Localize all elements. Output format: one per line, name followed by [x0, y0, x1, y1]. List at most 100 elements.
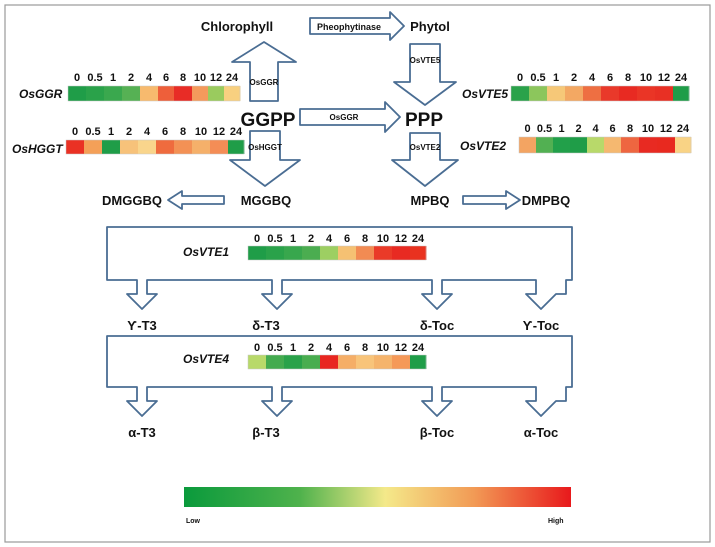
- osvte1-time-label: 12: [395, 233, 407, 245]
- oshggt-label: OsHGGT: [248, 143, 282, 152]
- osvte2-heat-cell: [570, 137, 588, 153]
- osvte4-gene-label: OsVTE4: [183, 352, 229, 366]
- osggr-right-label: OsGGR: [330, 113, 359, 122]
- osvte1-time-label: 0.5: [267, 233, 282, 245]
- osggr-heatmap-border: [67, 85, 241, 102]
- osggr-time-label: 24: [226, 72, 239, 84]
- osvte1-time-label: 8: [362, 233, 368, 245]
- osvte2-heat-cell: [639, 137, 658, 153]
- osvte4-time-label: 1: [290, 342, 296, 354]
- osggr-gene-label: OsGGR: [19, 87, 63, 101]
- osvte1-heat-cell: [374, 246, 393, 260]
- osggr-heat-cell: [174, 86, 193, 101]
- ggpp-label: GGPP: [241, 110, 296, 131]
- oshggt-heat-cell: [156, 140, 175, 154]
- osvte2-heat-cell: [621, 137, 640, 153]
- osvte2-time-label: 12: [660, 123, 672, 135]
- osvte4-time-label: 12: [395, 342, 407, 354]
- oshggt-heat-cell: [210, 140, 229, 154]
- alpha-t3-label: α-T3: [128, 425, 156, 440]
- osvte5-time-label: 0: [517, 72, 523, 84]
- osvte5-heat-cell: [583, 86, 602, 101]
- osvte1-heat-cell: [284, 246, 303, 260]
- osvte4-time-label: 10: [377, 342, 389, 354]
- osvte2-time-label: 4: [592, 123, 599, 135]
- osvte2-heatmap-border: [518, 136, 692, 154]
- osggr-time-label: 10: [194, 72, 206, 84]
- legend-low-label: Low: [186, 518, 201, 525]
- methylation-left-arrow: [167, 190, 225, 210]
- osvte5-time-label: 10: [640, 72, 652, 84]
- osvte4-heat-cell: [248, 355, 267, 369]
- osvte1-heatmap-border: [247, 245, 427, 261]
- gamma-toc-label: Ƴ-Toc: [523, 318, 560, 333]
- osvte5-heat-cell: [511, 86, 530, 101]
- osvte5-time-label: 6: [607, 72, 613, 84]
- osvte5-label: OsVTE5: [410, 56, 441, 65]
- osvte4-time-label: 6: [344, 342, 350, 354]
- mggbq-label: MGGBQ: [241, 193, 292, 208]
- osggr-time-label: 12: [210, 72, 222, 84]
- oshggt-time-label: 10: [195, 126, 207, 138]
- oshggt-heatmap-border: [65, 139, 245, 155]
- delta-toc-label: δ-Toc: [420, 318, 454, 333]
- oshggt-down-arrow: [229, 130, 301, 187]
- osvte5-heat-cell: [655, 86, 674, 101]
- oshggt-time-label: 8: [180, 126, 186, 138]
- osggr-heat-cell: [224, 86, 241, 101]
- osvte2-gene-label: OsVTE2: [460, 139, 506, 153]
- osvte1-heat-cell: [392, 246, 411, 260]
- osvte2-heat-cell: [519, 137, 537, 153]
- oshggt-heat-cell: [66, 140, 85, 154]
- osvte5-time-label: 24: [675, 72, 688, 84]
- osvte4-heat-cell: [392, 355, 411, 369]
- osvte2-time-label: 8: [627, 123, 633, 135]
- oshggt-time-label: 24: [230, 126, 243, 138]
- osvte1-time-label: 4: [326, 233, 333, 245]
- osvte2-heat-cell: [657, 137, 676, 153]
- osggr-time-label: 0.5: [87, 72, 102, 84]
- osvte5-heat-cell: [673, 86, 690, 101]
- osvte1-time-label: 6: [344, 233, 350, 245]
- osggr-up-label: OsGGR: [250, 78, 279, 87]
- osvte2-heat-cell: [587, 137, 605, 153]
- oshggt-heat-cell: [138, 140, 157, 154]
- osggr-heat-cell: [86, 86, 105, 101]
- osvte4-heat-cell: [266, 355, 285, 369]
- osvte2-heat-cell: [604, 137, 622, 153]
- oshggt-heat-cell: [120, 140, 139, 154]
- osggr-heat-cell: [192, 86, 209, 101]
- osvte5-heatmap-border: [510, 85, 690, 102]
- osvte4-time-label: 4: [326, 342, 333, 354]
- delta-t3-label: δ-T3: [252, 318, 279, 333]
- ppp-label: PPP: [405, 110, 443, 131]
- osggr-right-arrow: [299, 101, 401, 133]
- osvte1-gene-label: OsVTE1: [183, 245, 229, 259]
- osvte5-heat-cell: [619, 86, 638, 101]
- oshggt-heat-cell: [192, 140, 211, 154]
- osggr-time-label: 0: [74, 72, 80, 84]
- osvte4-heatmap-border: [247, 354, 427, 370]
- osvte1-heat-cell: [266, 246, 285, 260]
- osvte1-heat-cell: [356, 246, 375, 260]
- osggr-up-arrow: [231, 41, 297, 102]
- pheophytinase-label: Pheophytinase: [317, 22, 381, 32]
- osvte2-down-arrow: [391, 132, 459, 187]
- osvte1-time-label: 0: [254, 233, 260, 245]
- osvte5-gene-label: OsVTE5: [462, 87, 508, 101]
- osggr-heat-cell: [104, 86, 123, 101]
- osggr-time-label: 8: [180, 72, 186, 84]
- osggr-time-label: 2: [128, 72, 134, 84]
- osvte1-heat-cell: [338, 246, 357, 260]
- osvte2-label: OsVTE2: [410, 143, 441, 152]
- oshggt-time-label: 6: [162, 126, 168, 138]
- osvte4-time-label: 0: [254, 342, 260, 354]
- color-scale-bar: [184, 487, 571, 507]
- osvte4-time-label: 8: [362, 342, 368, 354]
- osggr-heat-cell: [68, 86, 87, 101]
- dmpbq-label: DMPBQ: [522, 193, 570, 208]
